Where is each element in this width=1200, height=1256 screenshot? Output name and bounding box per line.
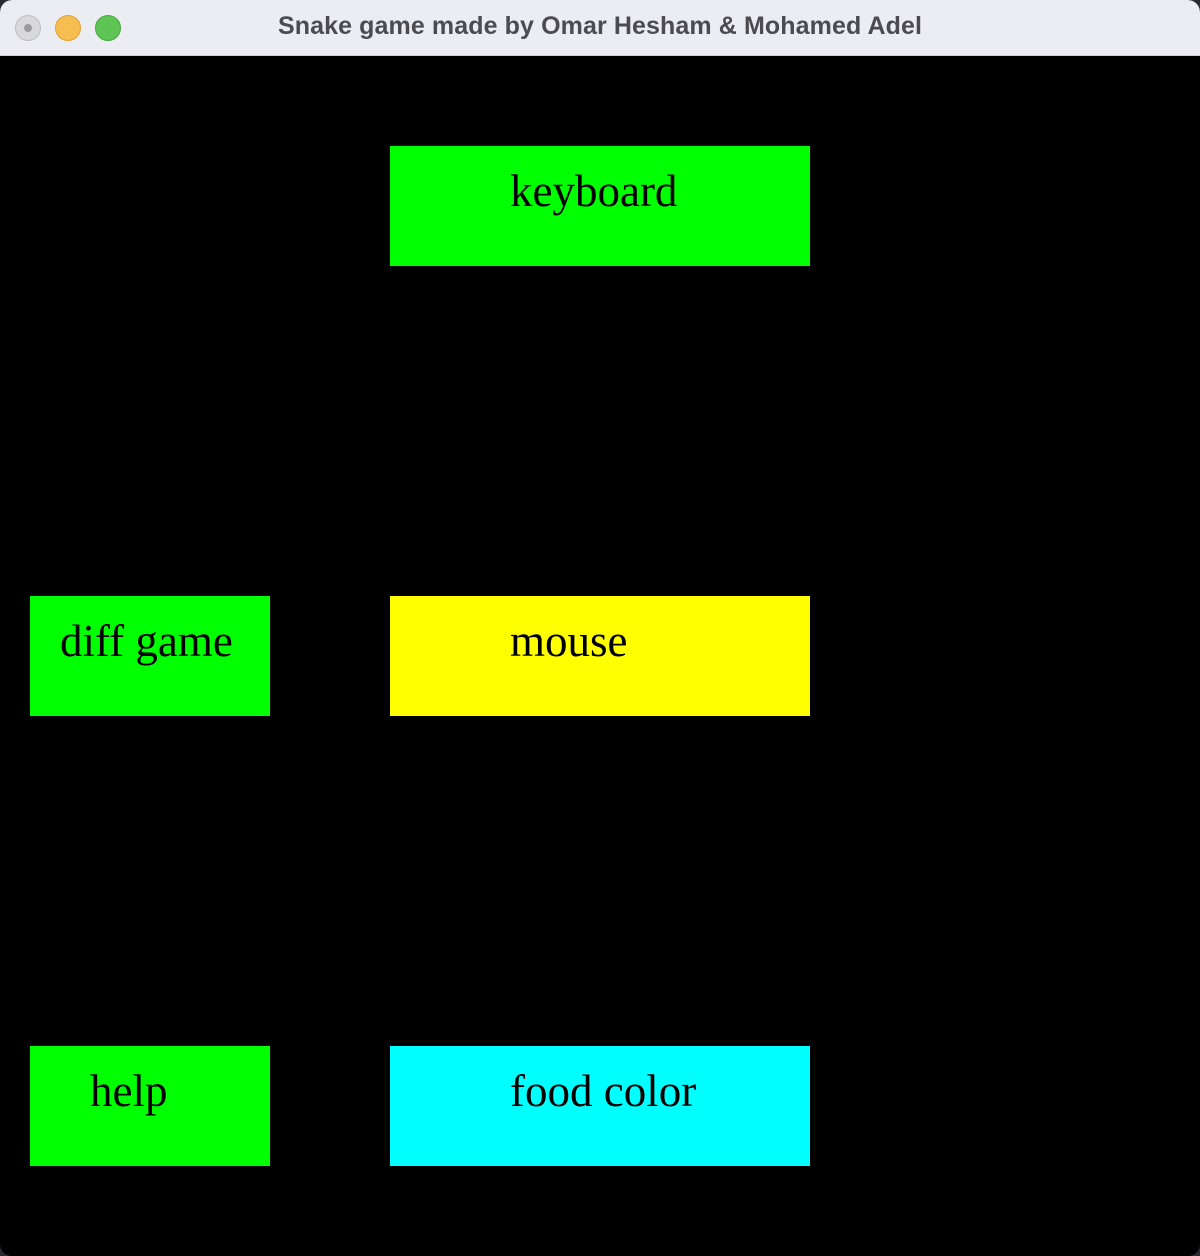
title-bar[interactable]: Snake game made by Omar Hesham & Mohamed…: [0, 0, 1200, 56]
window-title: Snake game made by Omar Hesham & Mohamed…: [277, 12, 923, 40]
minimize-button[interactable]: [55, 15, 81, 41]
keyboard-button-label: keyboard: [510, 166, 678, 216]
food-color-button-label: food color: [510, 1066, 697, 1116]
diff-game-button-label: diff game: [60, 616, 233, 666]
mouse-button-label: mouse: [510, 616, 628, 666]
help-button-label: help: [90, 1066, 168, 1116]
close-button[interactable]: [15, 15, 41, 41]
mouse-button[interactable]: mouse: [390, 596, 810, 716]
help-button[interactable]: help: [30, 1046, 270, 1166]
game-canvas[interactable]: keyboard diff game mouse help food color: [0, 56, 1200, 1256]
food-color-button[interactable]: food color: [390, 1046, 810, 1166]
diff-game-button[interactable]: diff game: [30, 596, 270, 716]
keyboard-button[interactable]: keyboard: [390, 146, 810, 266]
maximize-button[interactable]: [95, 15, 121, 41]
